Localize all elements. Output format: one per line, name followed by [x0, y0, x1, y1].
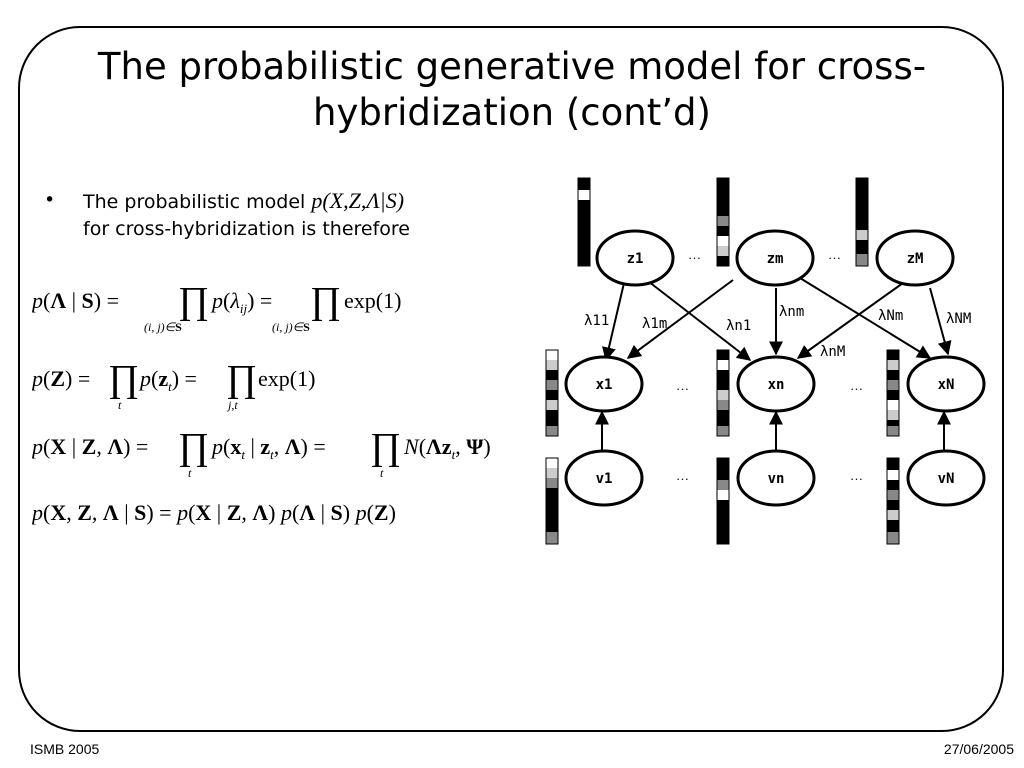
svg-text:zM: zM	[907, 251, 924, 267]
x-vector-n	[716, 349, 730, 437]
svg-text:∏: ∏	[226, 366, 257, 400]
bullet-dot: •	[44, 189, 56, 211]
ellipsis-z-1: …	[688, 247, 701, 262]
equation-joint: p(X, Z, Λ | S) = p(X | Z, Λ) p(Λ | S) p(…	[30, 500, 472, 538]
edge-label-lnM: λnM	[820, 344, 845, 360]
z-vector-1	[577, 177, 591, 267]
slide-frame	[18, 26, 1004, 732]
v-vector-n	[716, 457, 730, 545]
edges-v-to-x	[595, 410, 951, 452]
ellipsis-x-1: …	[676, 378, 689, 393]
bullet-text-part1: The probabilistic model	[83, 191, 312, 213]
ellipsis-z-2: …	[828, 247, 841, 262]
graphical-model-diagram: z1 zm zM x1 xn xN v1 vn vN … … … … … …	[545, 177, 986, 545]
node-v-n: vn	[736, 449, 816, 507]
svg-text:v1: v1	[596, 471, 613, 487]
edges-z-to-x	[602, 277, 952, 362]
svg-text:∏: ∏	[178, 287, 209, 322]
node-v-N: vN	[906, 449, 986, 507]
ellipsis-v-1: …	[676, 468, 689, 483]
svg-text:xN: xN	[938, 377, 955, 393]
node-z-1: z1	[595, 229, 675, 287]
page-title: The probabilistic generative model for c…	[40, 44, 984, 136]
equation-prior-lambda: p(Λ | S) = ∏ (i, j)∈S p(λij) = ∏ (i, j)∈…	[30, 280, 432, 353]
edge-labels: λ11 λ1m λn1 λnm λNm λNM λnM	[584, 304, 971, 360]
equation-likelihood-x: p(X | Z, Λ) = ∏ t p(xt | zt, Λ) = ∏ t N(…	[30, 426, 522, 490]
bullet-text-part2: for cross-hybridization is therefore	[83, 218, 410, 240]
svg-text:z1: z1	[627, 251, 644, 267]
svg-text:vn: vn	[768, 471, 785, 487]
v-vector-1	[545, 457, 559, 545]
footer-date: 27/06/2005	[943, 741, 1014, 757]
node-x-1: x1	[564, 355, 644, 413]
edge-label-l1m: λ1m	[642, 316, 667, 332]
v-vector-N	[886, 457, 900, 545]
node-x-N: xN	[906, 355, 986, 413]
title-line-1: The probabilistic generative model for c…	[97, 45, 927, 88]
svg-text:(i, j)∈S: (i, j)∈S	[272, 320, 310, 334]
svg-text:exp(1): exp(1)	[258, 366, 315, 391]
svg-text:(i, j)∈S: (i, j)∈S	[144, 320, 182, 334]
svg-text:∏: ∏	[310, 287, 341, 322]
title-line-2: hybridization (cont’d)	[313, 91, 711, 134]
edge-label-ln1: λn1	[726, 318, 751, 334]
node-z-M: zM	[875, 229, 955, 287]
svg-text:t: t	[118, 398, 122, 412]
svg-text:t: t	[188, 466, 192, 480]
z-vector-m	[716, 177, 730, 267]
svg-text:∏: ∏	[178, 434, 209, 468]
edge-label-lNm: λNm	[878, 308, 903, 324]
edge-label-lnm: λnm	[779, 304, 804, 320]
svg-text:exp(1): exp(1)	[344, 288, 401, 313]
svg-text:j,t: j,t	[226, 398, 238, 412]
svg-text:p(Λ | S) =: p(Λ | S) =	[32, 288, 119, 313]
node-z-m: zm	[735, 229, 815, 287]
svg-text:p(X | Z, Λ) =: p(X | Z, Λ) =	[32, 434, 148, 459]
svg-text:p(X, Z, Λ | S) = p(X | Z, Λ) p: p(X, Z, Λ | S) = p(X | Z, Λ) p(Λ | S) p(…	[32, 500, 396, 525]
edge-label-lNM: λNM	[946, 311, 971, 327]
svg-text:t: t	[380, 466, 384, 480]
bullet-math: p(X,Z,Λ|S)	[311, 188, 405, 213]
svg-text:x1: x1	[596, 377, 613, 393]
z-vector-M	[855, 177, 869, 267]
svg-text:xn: xn	[768, 377, 785, 393]
svg-text:∏: ∏	[108, 366, 139, 400]
footer-conference: ISMB 2005	[30, 741, 100, 757]
bullet-text: The probabilistic model p(X,Z,Λ|S) for c…	[83, 187, 410, 243]
svg-text:zm: zm	[767, 251, 784, 267]
edge-label-l11: λ11	[584, 313, 609, 329]
x-vector-1	[545, 349, 559, 437]
svg-text:p(xt | zt, Λ) =: p(xt | zt, Λ) =	[210, 434, 326, 462]
x-vector-N	[886, 349, 900, 437]
svg-text:p(zt) =: p(zt) =	[138, 366, 197, 394]
svg-text:p(λij) =: p(λij) =	[210, 288, 272, 316]
ellipsis-markers: … … … … … …	[676, 247, 863, 483]
ellipsis-x-2: …	[850, 378, 863, 393]
node-v-1: v1	[564, 449, 644, 507]
ellipsis-v-2: …	[850, 468, 863, 483]
svg-text:∏: ∏	[370, 434, 401, 468]
node-x-n: xn	[736, 355, 816, 413]
equation-prior-z: p(Z) = ∏ t p(zt) = ∏ j,t exp(1)	[30, 358, 352, 422]
svg-text:vN: vN	[938, 471, 955, 487]
svg-text:p(Z) =: p(Z) =	[32, 366, 90, 391]
svg-text:N(Λzt, Ψ): N(Λzt, Ψ)	[403, 434, 491, 462]
